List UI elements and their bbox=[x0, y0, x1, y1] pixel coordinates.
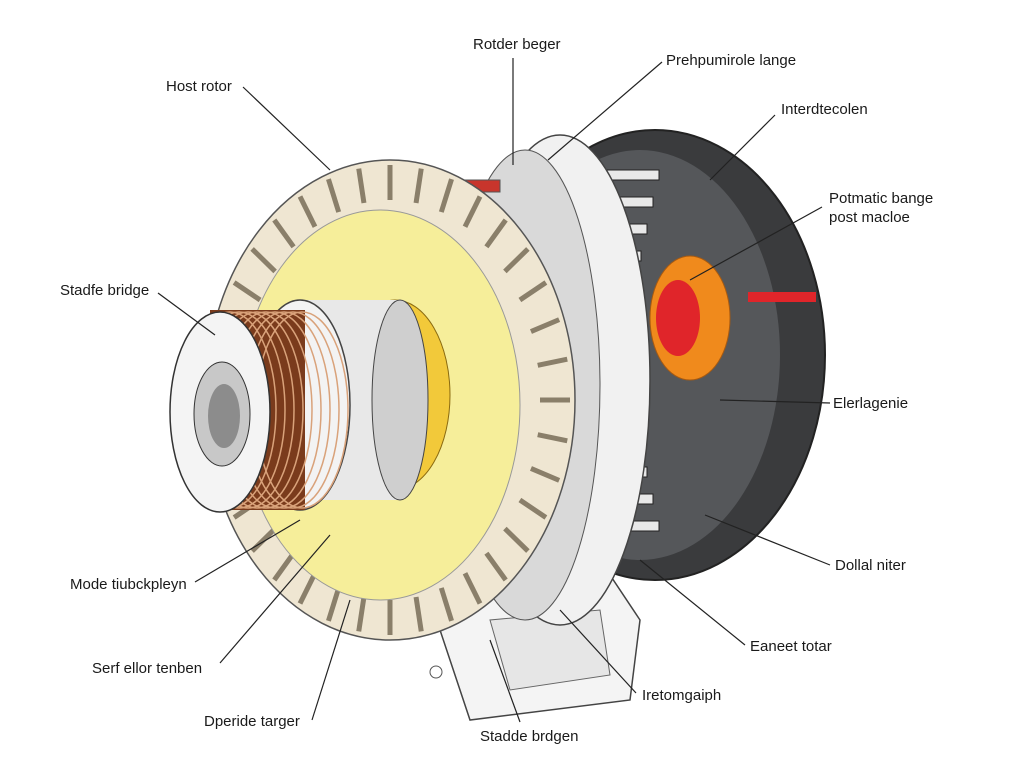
red-terminal bbox=[748, 292, 816, 302]
fan-fin bbox=[232, 280, 262, 303]
fan-fin bbox=[250, 526, 277, 553]
fan-fin bbox=[537, 432, 568, 444]
leader-serf-ellor-tenben bbox=[219, 534, 331, 664]
fan-fin bbox=[518, 280, 548, 303]
leader-dperide-targer bbox=[311, 599, 351, 721]
fan-fin bbox=[297, 572, 318, 605]
leader-dollal-niter bbox=[704, 514, 831, 566]
label-potmatic-bange: Potmatic bange bbox=[829, 190, 934, 207]
fan-fin bbox=[438, 587, 454, 622]
fan-fin bbox=[326, 178, 342, 213]
fan-fin bbox=[529, 317, 561, 334]
fan-fin bbox=[356, 596, 367, 632]
label-eaneet-totar: Eaneet totar bbox=[750, 638, 832, 655]
fan-fin bbox=[537, 356, 568, 368]
label-stadfe-bridge: Stadfe bridge bbox=[60, 282, 150, 299]
fan-fin bbox=[297, 195, 318, 228]
label-host-rotor: Host rotor bbox=[166, 78, 232, 95]
label-interdtecolen: Interdtecolen bbox=[781, 101, 868, 118]
leader-lines bbox=[157, 58, 831, 723]
label-prehpumirole-lange: Prehpumirole lange bbox=[666, 52, 797, 69]
label-mode-tiubckpleyn: Mode tiubckpleyn bbox=[70, 576, 187, 593]
leader-stadde-brdgen bbox=[489, 639, 521, 723]
label-post-macloe: post macloe bbox=[829, 209, 910, 226]
fan-fin bbox=[518, 497, 548, 520]
fan-fin bbox=[462, 572, 483, 605]
leader-iretomgaiph bbox=[559, 609, 637, 694]
label-stadde-brdgen: Stadde brdgen bbox=[480, 728, 579, 745]
label-dollal-niter: Dollal niter bbox=[835, 557, 906, 574]
fan-fin bbox=[272, 551, 296, 582]
fan-fin bbox=[462, 195, 483, 228]
leader-potmatic-bange bbox=[689, 206, 823, 281]
label-rotder-beger: Rotder beger bbox=[473, 36, 561, 53]
fan-fin bbox=[438, 178, 454, 213]
fan-fin bbox=[529, 466, 561, 483]
fan-fin bbox=[484, 218, 508, 249]
fan-fin bbox=[250, 247, 277, 274]
label-serf-ellor-tenben: Serf ellor tenben bbox=[92, 660, 203, 677]
fan-fin bbox=[272, 218, 296, 249]
label-iretomgaiph: Iretomgaiph bbox=[642, 687, 722, 704]
fan-fin bbox=[356, 168, 367, 204]
fan-fin bbox=[503, 247, 530, 274]
leader-elerlagenie bbox=[719, 399, 831, 404]
fan-fin bbox=[413, 596, 424, 632]
leader-interdtecolen bbox=[709, 114, 776, 181]
leader-prehpumirole-lange bbox=[547, 61, 663, 161]
leader-stadfe-bridge bbox=[157, 292, 216, 336]
fan-fin bbox=[503, 526, 530, 553]
bolt-hole-icon bbox=[429, 665, 443, 679]
leader-host-rotor bbox=[242, 86, 331, 171]
leader-eaneet-totar bbox=[639, 559, 746, 646]
leader-mode-tiubckpleyn bbox=[194, 519, 301, 583]
label-dperide-targer: Dperide targer bbox=[204, 713, 300, 730]
slip-ring-red bbox=[656, 280, 700, 356]
fan-fin bbox=[413, 168, 424, 204]
label-elerlagenie: Elerlagenie bbox=[833, 395, 909, 412]
fan-fin bbox=[484, 551, 508, 582]
fan-fin bbox=[326, 587, 342, 622]
pulley bbox=[169, 299, 429, 513]
